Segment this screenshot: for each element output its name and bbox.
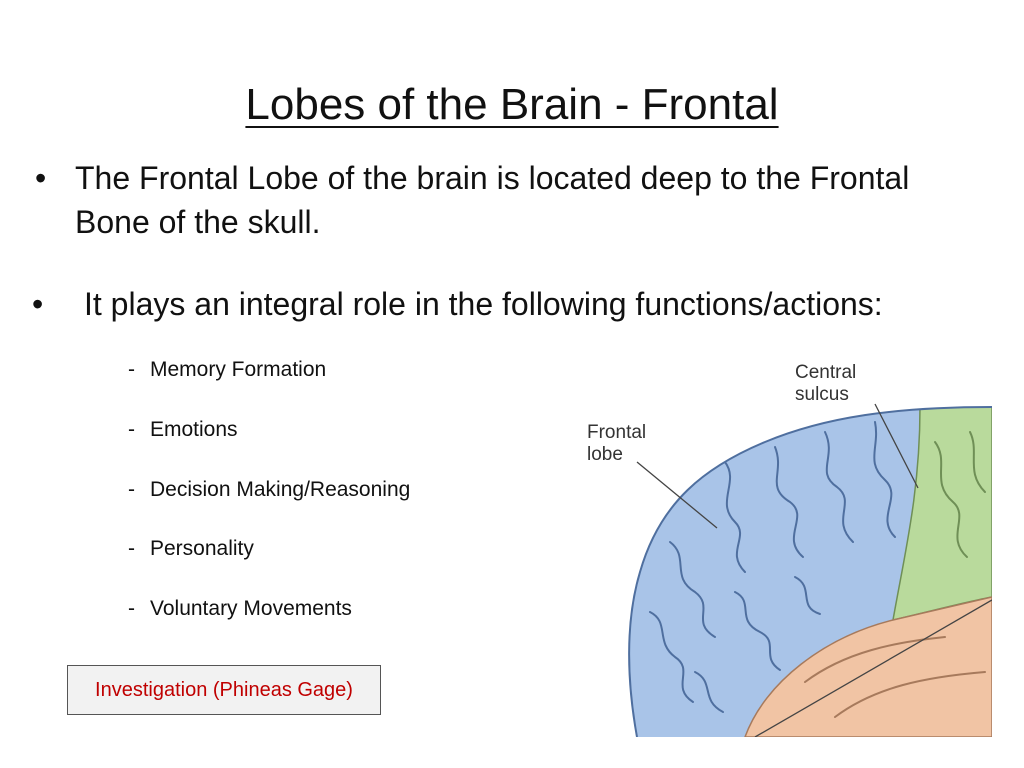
dash-marker: - (128, 537, 135, 560)
brain-outline (628, 406, 992, 737)
dash-marker: - (128, 358, 135, 381)
dash-marker: - (128, 597, 135, 620)
function-item: -Emotions (128, 416, 238, 444)
function-item: -Memory Formation (128, 356, 326, 384)
temporal-lobe-region (743, 596, 992, 737)
temporal-leader-line (754, 599, 992, 737)
function-text: Voluntary Movements (150, 597, 352, 620)
slide-title: Lobes of the Brain - Frontal (0, 78, 1024, 132)
central-sulcus-label-line2: sulcus (795, 384, 849, 405)
frontal-lobe-leader-line (636, 461, 718, 529)
investigation-button[interactable]: Investigation (Phineas Gage) (67, 665, 381, 715)
dash-marker: - (128, 418, 135, 441)
central-sulcus-leader-line (874, 403, 919, 489)
bullet-dot: • (32, 286, 44, 322)
function-text: Personality (150, 537, 254, 560)
frontal-gyri (649, 421, 896, 713)
parietal-gyri (934, 431, 986, 558)
function-item: -Voluntary Movements (128, 595, 352, 623)
dash-marker: - (128, 478, 135, 501)
function-item: -Decision Making/Reasoning (128, 476, 410, 504)
function-item: -Personality (128, 535, 254, 563)
investigation-button-label: Investigation (Phineas Gage) (95, 678, 353, 701)
bullet-text: It plays an integral role in the followi… (84, 286, 883, 322)
frontal-lobe-label-line2: lobe (587, 444, 623, 465)
frontal-lobe-label-line1: Frontal (587, 422, 646, 443)
brain-lobes-illustration: Frontal lobe Central sulcus (587, 362, 992, 737)
bullet-dot: • (35, 160, 47, 196)
bullet-text: The Frontal Lobe of the brain is located… (75, 160, 910, 240)
function-text: Memory Formation (150, 358, 327, 381)
function-text: Emotions (150, 418, 238, 441)
central-sulcus-label-line1: Central (795, 362, 856, 383)
function-text: Decision Making/Reasoning (150, 478, 411, 501)
slide-title-text: Lobes of the Brain - Frontal (245, 80, 779, 129)
temporal-gyri (804, 636, 986, 718)
